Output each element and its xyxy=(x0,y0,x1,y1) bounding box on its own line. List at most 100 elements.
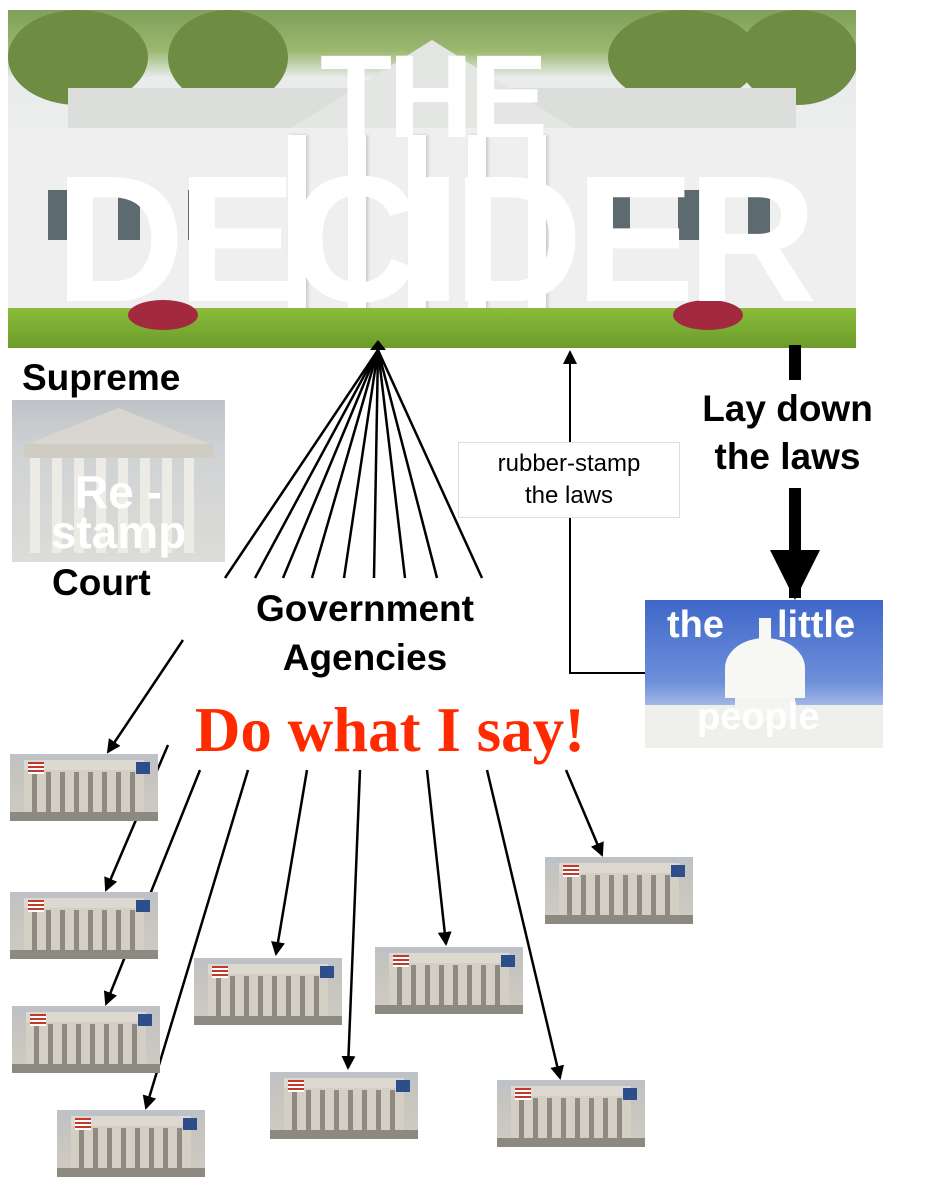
agency-column xyxy=(519,1098,524,1138)
agency-column xyxy=(334,1090,339,1130)
fan-lines xyxy=(223,349,484,579)
agency-column xyxy=(46,910,51,950)
fan-line xyxy=(376,349,407,579)
agency-column xyxy=(74,910,79,950)
capitol-word-people: people xyxy=(697,696,820,738)
rubber-stamp-box: rubber-stamp the laws xyxy=(458,442,680,518)
blue-flag-icon xyxy=(623,1088,637,1100)
lay-down-laws-box: Lay down the laws xyxy=(640,380,935,488)
agency-base xyxy=(194,1016,342,1025)
blue-flag-icon xyxy=(671,865,685,877)
column xyxy=(348,135,366,320)
agency-column xyxy=(272,976,277,1016)
court-entablature xyxy=(24,444,214,458)
agency-column xyxy=(32,772,37,812)
agency-body xyxy=(208,974,328,1018)
agency-column xyxy=(102,910,107,950)
agency-body xyxy=(389,963,509,1007)
fan-line xyxy=(223,349,380,579)
window xyxy=(188,190,210,240)
agency-arrow xyxy=(485,769,565,1080)
agency-roof xyxy=(284,1078,404,1088)
agency-body xyxy=(559,873,679,917)
us-flag-icon xyxy=(563,865,579,877)
agency-column xyxy=(575,1098,580,1138)
agency-column xyxy=(547,1098,552,1138)
capitol-word-little: little xyxy=(777,604,856,646)
agency-body xyxy=(284,1088,404,1132)
agency-column xyxy=(93,1128,98,1168)
agency-base xyxy=(12,1064,160,1073)
court-column xyxy=(96,458,106,553)
white-house-image: THE DECIDER xyxy=(8,10,856,348)
blue-flag-icon xyxy=(136,900,150,912)
agency-column xyxy=(286,976,291,1016)
agency-column xyxy=(589,1098,594,1138)
agency-building-image xyxy=(545,857,693,924)
agency-roof xyxy=(71,1116,191,1126)
us-flag-icon xyxy=(30,1014,46,1026)
agency-column xyxy=(48,1024,53,1064)
court-column xyxy=(74,458,84,553)
agency-base xyxy=(10,812,158,821)
government-agencies-line1: Government xyxy=(256,588,474,629)
court-label: Court xyxy=(52,562,151,603)
agency-column xyxy=(609,875,614,915)
court-column xyxy=(184,458,194,553)
agency-column xyxy=(561,1098,566,1138)
fan-apex xyxy=(370,340,386,350)
rubber-stamp-line1: rubber-stamp xyxy=(497,450,641,477)
agency-column xyxy=(348,1090,353,1130)
agency-building-image xyxy=(375,947,523,1014)
capitol-image: the little people xyxy=(645,600,883,748)
agency-column xyxy=(300,976,305,1016)
agency-body xyxy=(24,908,144,952)
agency-column xyxy=(439,965,444,1005)
agency-base xyxy=(545,915,693,924)
agency-column xyxy=(163,1128,168,1168)
agency-column xyxy=(74,772,79,812)
agency-column xyxy=(533,1098,538,1138)
command-text: Do what I say! xyxy=(194,695,586,765)
agency-column xyxy=(60,910,65,950)
agency-arrow xyxy=(106,639,185,754)
agency-column xyxy=(135,1128,140,1168)
court-column xyxy=(118,458,128,553)
restamp-line1: Re - xyxy=(75,466,162,518)
column xyxy=(288,135,306,320)
agency-base xyxy=(497,1138,645,1147)
agency-column xyxy=(149,1128,154,1168)
agency-building-image xyxy=(10,754,158,821)
fan-line xyxy=(281,349,380,579)
agency-column xyxy=(623,875,628,915)
us-flag-icon xyxy=(28,900,44,912)
agency-column xyxy=(320,1090,325,1130)
agency-column xyxy=(177,1128,182,1168)
agency-column xyxy=(116,910,121,950)
agency-building-image xyxy=(497,1080,645,1147)
lay-down-line2: the laws xyxy=(714,436,861,477)
agency-column xyxy=(425,965,430,1005)
agency-column xyxy=(292,1090,297,1130)
rubber-stamp-line2: the laws xyxy=(524,482,614,509)
agency-column xyxy=(34,1024,39,1064)
window xyxy=(118,190,140,240)
government-agencies-box: Government Agencies xyxy=(185,580,545,688)
supreme-court-image: Re - stamp xyxy=(12,400,225,562)
agency-column xyxy=(481,965,486,1005)
agency-column xyxy=(362,1090,367,1130)
agency-column xyxy=(603,1098,608,1138)
agency-column xyxy=(258,976,263,1016)
blue-flag-icon xyxy=(320,966,334,978)
window xyxy=(48,190,70,240)
agency-column xyxy=(90,1024,95,1064)
court-column xyxy=(140,458,150,553)
agency-column xyxy=(79,1128,84,1168)
fan-line xyxy=(376,349,484,579)
court-column xyxy=(162,458,172,553)
title-decider: DECIDER xyxy=(54,139,817,340)
agency-column xyxy=(397,965,402,1005)
agency-column xyxy=(60,772,65,812)
court-column xyxy=(52,458,62,553)
blue-flag-icon xyxy=(138,1014,152,1026)
